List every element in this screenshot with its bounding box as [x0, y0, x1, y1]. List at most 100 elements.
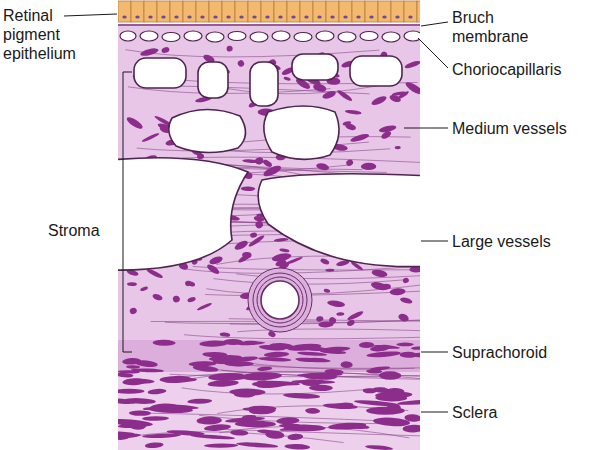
- rpe-cell: [417, 1, 420, 22]
- melanocyte: [346, 319, 356, 327]
- melanocyte: [404, 59, 420, 69]
- melanocyte: [287, 433, 303, 440]
- melanocyte: [262, 159, 273, 169]
- melanocyte: [412, 352, 420, 357]
- melanocyte: [333, 402, 353, 408]
- stroma-bracket: [123, 72, 132, 352]
- melanocyte: [118, 389, 144, 394]
- melanocyte: [226, 45, 233, 51]
- melanocyte: [375, 391, 412, 399]
- melanocyte: [258, 380, 300, 386]
- melanocyte: [402, 277, 409, 284]
- melanocyte: [336, 312, 344, 316]
- melanocyte: [336, 89, 353, 103]
- melanocyte: [397, 399, 420, 406]
- melanocyte: [269, 342, 293, 349]
- rpe-cell: [183, 1, 196, 22]
- medium-vessel: [350, 56, 402, 86]
- melanocyte: [389, 288, 405, 296]
- melanocyte: [185, 280, 192, 286]
- melanocyte: [197, 154, 204, 160]
- small-vessel: [248, 268, 312, 332]
- melanocyte: [141, 132, 160, 143]
- melanocyte: [274, 237, 289, 242]
- tissue: [118, 1, 420, 450]
- large-vessel: [118, 158, 248, 270]
- melanocyte: [297, 372, 343, 377]
- melanocyte: [370, 366, 391, 371]
- melanocyte: [126, 365, 140, 369]
- rpe-nucleus: [356, 15, 360, 18]
- melanocyte: [309, 385, 333, 391]
- fiber: [194, 372, 420, 381]
- melanocyte: [206, 263, 221, 276]
- melanocyte: [230, 430, 248, 436]
- rpe-nucleus: [317, 15, 321, 18]
- melanocyte: [161, 46, 170, 54]
- melanocyte: [402, 424, 420, 432]
- rpe-nucleus: [343, 15, 347, 18]
- melanocyte: [124, 378, 154, 384]
- rpe-cell: [274, 1, 287, 22]
- melanocyte: [257, 366, 272, 371]
- melanocyte: [129, 307, 138, 315]
- melanocyte: [219, 332, 230, 337]
- choriocapillaris: [120, 31, 420, 42]
- melanocyte: [254, 156, 264, 165]
- melanocyte: [152, 293, 164, 302]
- bruch-membrane: [118, 24, 420, 25]
- fiber: [205, 290, 420, 296]
- melanocyte: [381, 284, 391, 290]
- melanocyte: [250, 232, 258, 238]
- rpe-cell: [248, 1, 261, 22]
- melanocyte: [279, 248, 290, 253]
- melanocyte: [127, 282, 137, 286]
- melanocyte: [140, 47, 160, 57]
- rpe-cell: [287, 1, 300, 22]
- melanocyte: [370, 344, 390, 352]
- rpe-nucleus: [161, 15, 165, 18]
- medium-vessel: [292, 54, 338, 80]
- bracket-label: Stroma: [48, 221, 118, 240]
- melanocyte: [342, 121, 351, 126]
- melanocyte: [145, 442, 164, 449]
- melanocyte: [370, 94, 387, 106]
- rpe-cell: [326, 1, 339, 22]
- melanocyte: [204, 443, 238, 448]
- rpe-cell: [365, 1, 378, 22]
- rpe-cell: [352, 1, 365, 22]
- melanocyte: [224, 362, 249, 367]
- melanocyte: [122, 358, 141, 366]
- melanocyte: [328, 316, 337, 325]
- melanocyte: [147, 388, 166, 395]
- melanocyte: [187, 296, 196, 303]
- melanocyte: [359, 342, 374, 348]
- rpe-cell: [300, 1, 313, 22]
- melanocyte: [204, 423, 231, 431]
- melanocyte: [399, 296, 413, 304]
- medium-vessel: [198, 62, 228, 98]
- fiber: [182, 388, 385, 394]
- leader-lines: [64, 14, 448, 412]
- label-text: Retinal pigment epithelium: [3, 6, 99, 63]
- melanocyte: [340, 361, 352, 368]
- melanocyte: [152, 340, 175, 346]
- label-text: Sclera: [452, 403, 592, 422]
- label-text: Choriocapillaris: [452, 60, 592, 79]
- retinal-pigment-epithelium: [118, 1, 420, 22]
- rpe-cell: [313, 1, 326, 22]
- melanocyte: [140, 286, 149, 292]
- melanocyte: [380, 130, 392, 141]
- melanocyte: [411, 346, 420, 350]
- medium-vessel: [250, 62, 278, 106]
- melanocyte: [404, 414, 420, 423]
- melanocyte: [365, 444, 393, 450]
- melanocyte: [325, 269, 334, 272]
- melanocyte: [237, 252, 252, 264]
- melanocyte: [189, 361, 217, 367]
- rpe-nucleus: [148, 15, 152, 18]
- large-vessel: [258, 174, 420, 267]
- melanocyte: [320, 257, 330, 265]
